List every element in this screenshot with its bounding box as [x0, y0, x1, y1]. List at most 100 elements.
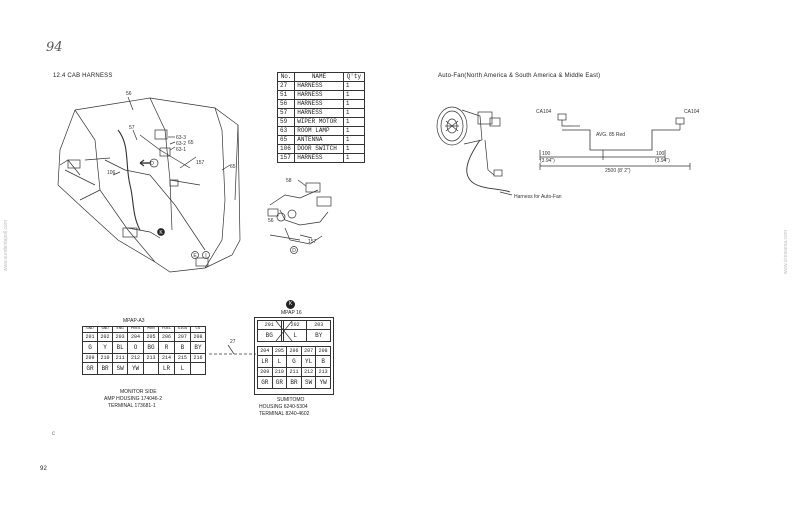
- monitor-pin-cell: 216: [189, 353, 207, 363]
- sumitomo-pin-cell: 203: [306, 320, 331, 330]
- monitor-pin-cell: O: [127, 341, 145, 354]
- label-157: 157: [196, 160, 205, 166]
- sumitomo-connector-name: MPAP 16: [281, 310, 302, 316]
- monitor-pin-cell: 210: [97, 353, 114, 363]
- monitor-pin-cell: 203: [112, 332, 129, 342]
- sumitomo-pin-cell: B: [315, 355, 331, 368]
- monitor-pin-cell: 207: [173, 332, 191, 342]
- monitor-caption-1: MONITOR SIDE: [120, 389, 157, 395]
- monitor-pin-cell: 202: [97, 332, 114, 342]
- sumitomo-pin-cell: YL: [300, 355, 317, 368]
- monitor-caption-3: TERMINAL 173681-1: [108, 403, 156, 409]
- circle-k-label: K: [159, 230, 163, 236]
- sumitomo-pin-cell: [280, 329, 284, 342]
- sumitomo-pin-cell: 208: [315, 346, 331, 356]
- monitor-pin-cell: L: [173, 362, 191, 375]
- monitor-pin-cell: 206: [158, 332, 175, 342]
- sumitomo-pin-cell: L: [271, 355, 288, 368]
- monitor-pin-cell: 212: [127, 353, 145, 363]
- parts-cell-qty: 1: [342, 153, 366, 163]
- sumitomo-pin-cell: 206: [286, 346, 302, 356]
- margin-mark: c: [52, 431, 56, 437]
- sumitomo-pin-cell: GR: [257, 376, 273, 389]
- connector-link-27: 27: [230, 339, 236, 345]
- sumitomo-pin-cell: 204: [257, 346, 273, 356]
- monitor-pin-cell: 204: [127, 332, 145, 342]
- sumitomo-pin-cell: 209: [257, 367, 273, 377]
- label-65b: 65: [230, 164, 236, 170]
- sumitomo-pin-cell: BR: [286, 376, 302, 389]
- monitor-pin-cell: Y: [97, 341, 114, 354]
- sumitomo-pin-cell: 207: [300, 346, 317, 356]
- autofan-title: Auto-Fan(North America & South America &…: [438, 73, 601, 79]
- circle-e-label: E: [193, 253, 197, 259]
- label-63-1: 63-1: [176, 147, 186, 153]
- label-56: 56: [126, 91, 132, 97]
- label-106: 106: [107, 170, 116, 176]
- sumitomo-caption-3: TERMINAL 8240-4602: [259, 411, 310, 417]
- autofan-connector-right: CA104: [684, 109, 700, 115]
- monitor-pin-cell: 205: [143, 332, 160, 342]
- section-title: 12.4 CAB HARNESS: [53, 73, 113, 79]
- sumitomo-pin-cell: YW: [315, 376, 331, 389]
- monitor-pin-cell: 211: [112, 353, 129, 363]
- sumitomo-pin-cell: 213: [315, 367, 331, 377]
- sumitomo-pin-cell: 211: [286, 367, 302, 377]
- monitor-connector-name: MPAP-A3: [123, 318, 145, 324]
- label-65: 65: [188, 140, 194, 146]
- monitor-pin-cell: R: [158, 341, 175, 354]
- autofan-dim-right: 100: [656, 151, 665, 157]
- sumitomo-circle-k: K: [286, 300, 295, 309]
- sumitomo-pin-cell: SW: [300, 376, 317, 389]
- circle-i-label: I: [205, 253, 206, 259]
- monitor-pin-cell: BL: [112, 341, 129, 354]
- monitor-pin-cell: LR: [158, 362, 175, 375]
- sumitomo-caption-2: HOUSING 6240-5304: [259, 404, 308, 410]
- monitor-pin-cell: BR: [97, 362, 114, 375]
- footer-page-number: 92: [40, 466, 48, 472]
- monitor-pin-cell: 201: [81, 332, 99, 342]
- sub-circle-d: D: [292, 248, 296, 254]
- sub-label-58: 58: [286, 178, 292, 184]
- monitor-pin-cell: GR: [81, 362, 99, 375]
- monitor-caption-2: AMP HOUSING 174046-2: [104, 396, 162, 402]
- monitor-pin-cell: SW: [112, 362, 129, 375]
- parts-cell-no: 157: [276, 153, 296, 163]
- autofan-dim-left-in: (3.94"): [540, 158, 555, 164]
- label-63-2: 63-2: [176, 141, 186, 147]
- label-63-3: 63-3: [176, 135, 186, 141]
- monitor-pin-cell: [143, 362, 160, 375]
- sub-label-157: 157: [308, 239, 317, 245]
- monitor-pin-cell: 213: [143, 353, 160, 363]
- monitor-pin-cell: YW: [127, 362, 145, 375]
- sumitomo-pin-cell: G: [286, 355, 302, 368]
- handwritten-page-number: 94: [46, 40, 63, 55]
- sumitomo-blank-cell: [275, 320, 293, 342]
- monitor-pin-cell: 214: [158, 353, 175, 363]
- monitor-pin-cell: G: [81, 341, 99, 354]
- monitor-pin-cell: BY: [189, 341, 207, 354]
- monitor-pin-cell: 209: [81, 353, 99, 363]
- sumitomo-pin-cell: 212: [300, 367, 317, 377]
- circle-d-label: D: [150, 161, 154, 167]
- sumitomo-pin-cell: 210: [271, 367, 288, 377]
- label-57: 57: [129, 125, 135, 131]
- autofan-dim-right-in: (3.94"): [655, 158, 670, 164]
- sumitomo-pin-cell: 205: [271, 346, 288, 356]
